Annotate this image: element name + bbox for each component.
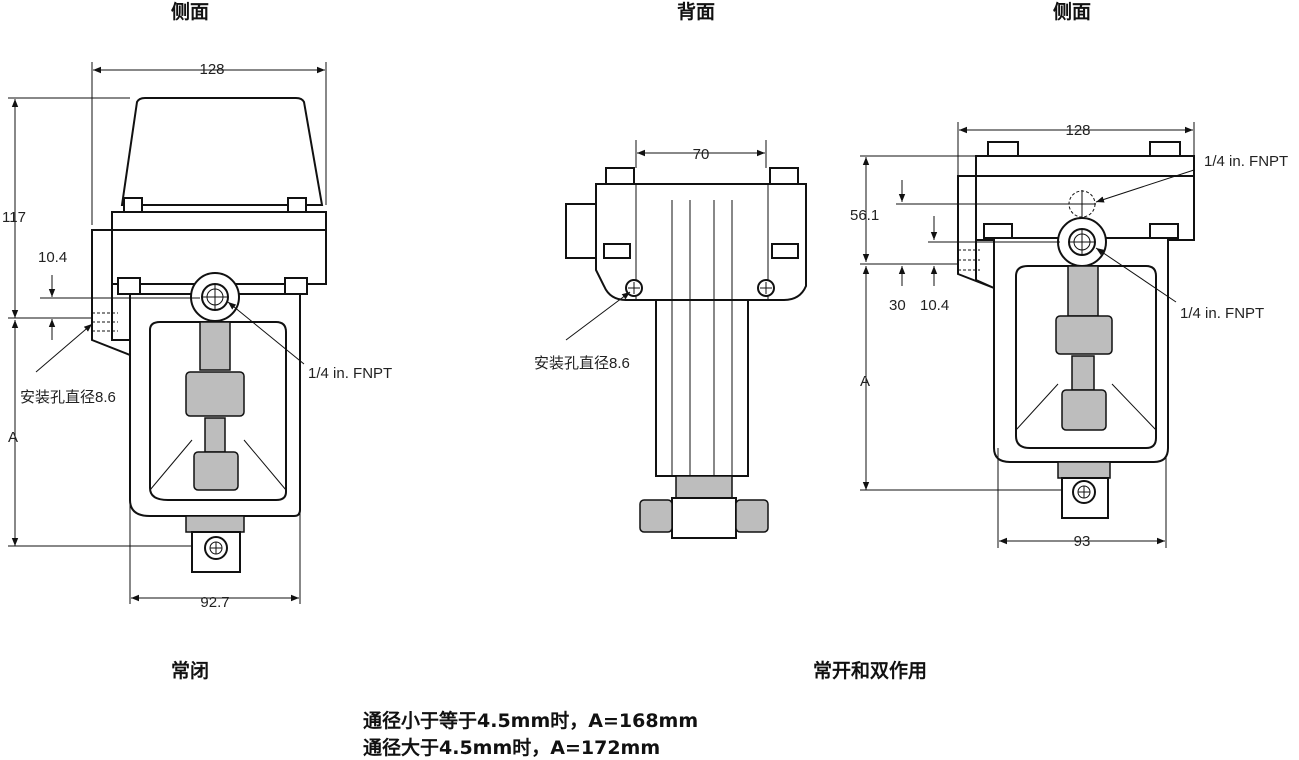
stem-upper bbox=[199, 321, 231, 371]
fitting-left bbox=[639, 499, 673, 533]
title-left-side-view: 侧面 bbox=[171, 1, 209, 23]
dim-left-10-4: 10.4 bbox=[38, 249, 67, 266]
stem-lower bbox=[1061, 389, 1107, 431]
title-right-side-view: 侧面 bbox=[1053, 1, 1091, 23]
stem-mid bbox=[1071, 355, 1095, 391]
label-right-fnpt-bottom: 1/4 in. FNPT bbox=[1180, 305, 1264, 322]
dim-left-width-top: 128 bbox=[199, 61, 224, 78]
bolt bbox=[771, 243, 799, 259]
dim-right-width-bottom: 93 bbox=[1074, 533, 1091, 550]
yoke-back bbox=[655, 299, 749, 477]
dim-right-56-1: 56.1 bbox=[850, 207, 879, 224]
dim-right-A: A bbox=[860, 373, 870, 390]
bottom-nut bbox=[1057, 461, 1111, 479]
dim-right-10-4: 10.4 bbox=[920, 297, 949, 314]
bolt bbox=[769, 167, 799, 185]
label-right-fnpt-top: 1/4 in. FNPT bbox=[1204, 153, 1288, 170]
bottom-nut bbox=[185, 515, 245, 533]
body-plate bbox=[111, 211, 327, 231]
dim-middle-width: 70 bbox=[693, 146, 710, 163]
dim-left-117: 117 bbox=[2, 209, 26, 226]
dim-left-width-bottom: 92.7 bbox=[200, 594, 229, 611]
top-plate bbox=[975, 155, 1195, 177]
actuator-cover bbox=[120, 97, 324, 206]
bolt bbox=[605, 167, 635, 185]
stem-upper bbox=[1067, 265, 1099, 317]
stem-lower bbox=[193, 451, 239, 491]
title-back-view: 背面 bbox=[677, 0, 715, 23]
label-middle-mount-hole: 安装孔直径8.6 bbox=[534, 355, 630, 372]
dim-right-width-top: 128 bbox=[1065, 122, 1090, 139]
middle-view-dimensions: 70 安装孔直径8.6 bbox=[534, 140, 767, 372]
stem-nut bbox=[185, 371, 245, 417]
label-left-fnpt: 1/4 in. FNPT bbox=[308, 365, 392, 382]
bolt bbox=[117, 277, 141, 295]
bolt bbox=[603, 243, 631, 259]
caption-normally-closed: 常闭 bbox=[171, 659, 209, 682]
note-line-2: 通径大于4.5mm时，A=172mm bbox=[363, 737, 661, 759]
left-view-dimensions: 128 117 A 10.4 92.7 1/4 in. FNPT 安装孔直径8.… bbox=[2, 61, 392, 611]
stem-mid bbox=[204, 417, 226, 453]
label-left-mount-hole: 安装孔直径8.6 bbox=[20, 389, 116, 406]
bolt bbox=[1149, 223, 1179, 239]
middle-view-valve bbox=[565, 167, 807, 539]
fitting-right bbox=[735, 499, 769, 533]
right-view-valve bbox=[957, 141, 1195, 519]
caption-normally-open-double: 常开和双作用 bbox=[813, 659, 927, 682]
left-view-valve bbox=[91, 97, 327, 573]
bottom-nut bbox=[675, 475, 733, 499]
right-view-dimensions: 128 1/4 in. FNPT 1/4 in. FNPT 56.1 A 30 … bbox=[850, 122, 1288, 550]
bolt bbox=[983, 223, 1013, 239]
note-line-1: 通径小于等于4.5mm时，A=168mm bbox=[363, 710, 699, 732]
dim-left-A: A bbox=[8, 429, 18, 446]
dim-right-30: 30 bbox=[889, 297, 906, 314]
bottom-tee bbox=[671, 497, 737, 539]
bolt bbox=[284, 277, 308, 295]
stem-nut bbox=[1055, 315, 1113, 355]
